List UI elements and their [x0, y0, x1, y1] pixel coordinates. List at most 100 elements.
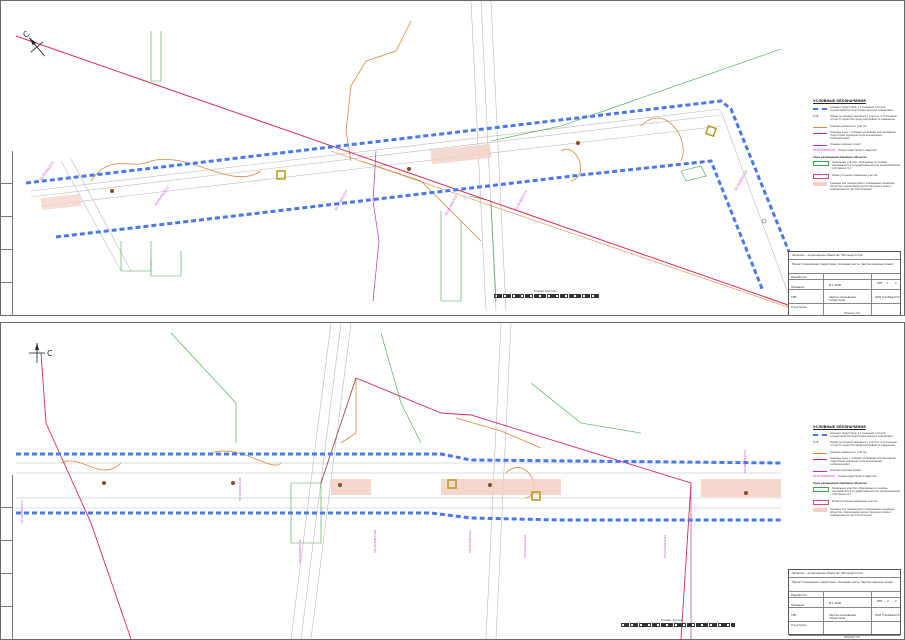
sheet-scheme-cell — [629, 623, 634, 627]
quarter-label: 50:20:0041521 — [468, 530, 472, 553]
sheet-scheme-cell — [686, 623, 691, 627]
legend-swatch-icon — [813, 132, 827, 134]
quarter-label: 50:20:0041513 — [333, 189, 348, 211]
sheet-scheme-cell — [704, 623, 709, 627]
sheet-scheme-cell — [520, 294, 525, 298]
sheet-scheme-cell — [695, 623, 700, 627]
legend-item: Граница красных линий — [813, 469, 901, 472]
legend-swatch-icon — [813, 126, 827, 128]
legend-item: Границы зоны с особыми условиями использ… — [813, 457, 901, 466]
stamp-role: Разработал — [791, 594, 807, 597]
legend-symbol: 00:00:0000000:00 — [813, 149, 836, 153]
legend-title: УСЛОВНЫЕ ОБОЗНАЧЕНИЯ — [813, 425, 866, 429]
stamp-sheet-label: Чертеж межевания территории — [829, 296, 856, 302]
sheet-scheme-cell — [564, 294, 569, 298]
legend-swatch-icon — [813, 434, 827, 437]
legend-swatch-icon — [813, 507, 827, 512]
north-arrow-icon: С — [21, 29, 46, 57]
reconstruction-zones — [331, 479, 781, 497]
sheet-scheme-cell — [669, 623, 674, 627]
legend-item-text: Граница земельного участка — [830, 124, 867, 128]
legend-item-text: Номер (условный) земельного участка, в о… — [830, 441, 897, 448]
sheet-scheme-cell — [664, 623, 669, 627]
quarter-label: 50:20:0041520 — [373, 530, 377, 553]
legend-item-text: Номер (условный) земельного участка, в о… — [830, 115, 897, 122]
stamp-org: Заказчик – Акционерное общество "Мосэнер… — [792, 572, 864, 575]
sheet-scheme-cell — [537, 294, 542, 298]
legend-symbol: 4.28 — [813, 441, 819, 445]
quarter-label: 50:20:0041523 — [663, 535, 667, 558]
legend-item: Границы зон планируемого размещения лине… — [813, 181, 901, 191]
legend-symbol: 00:00:0000000:00 — [813, 475, 836, 479]
legend-swatch-icon — [813, 452, 827, 454]
green-parcels — [120, 31, 782, 302]
sheet-scheme-cell — [551, 294, 556, 298]
legend-item-text: Ранее учтенные земельные участки — [832, 173, 878, 177]
sheet-scheme-cell — [594, 294, 599, 298]
title-block-bottom: Заказчик – Акционерное общество "Мосэнер… — [788, 569, 901, 636]
legend-item: Земельные участки, образуемые из земель,… — [813, 487, 901, 496]
sheet-scheme-cell — [590, 294, 595, 298]
green-parcels — [170, 332, 642, 544]
legend-item-text: Граница красных линий — [830, 143, 861, 146]
sheet-scheme-cell — [682, 623, 687, 627]
sheet-scheme-cell — [573, 294, 578, 298]
legend-item-text: Граница красных линий — [830, 469, 861, 472]
sheet-scheme-cell — [673, 623, 678, 627]
road-network — [30, 1, 792, 312]
north-arrow-icon: С — [29, 343, 53, 363]
legend-swatch-icon — [813, 108, 827, 111]
stamp-sheet-no: 1 — [887, 282, 889, 285]
stamp-sheet-label: Чертеж межевания территории — [829, 614, 856, 620]
reconstruction-zone — [430, 143, 492, 165]
legend-item: Граница территории, в отношении которой … — [813, 106, 901, 112]
legend-swatch-icon — [813, 145, 827, 146]
sheet-scheme-cell — [634, 623, 639, 627]
legend-subheading: Зоны размещения линейных объектов — [813, 482, 867, 486]
stamp-role: Н.контроль — [791, 624, 807, 627]
binding-strip — [1, 151, 13, 315]
drawing-sheet-top: 50:20:0041511 50:20:0041512 50:20:004151… — [0, 0, 905, 316]
sheet-scheme-cell — [651, 623, 656, 627]
format-label: Формат А3 — [844, 311, 860, 315]
sheet-scheme-cell — [713, 623, 718, 627]
legend-item: Границы зоны с особыми условиями использ… — [813, 131, 901, 140]
sheet-scheme-cell — [533, 294, 538, 298]
sheet-scheme-cell — [507, 294, 512, 298]
legend-title: УСЛОВНЫЕ ОБОЗНАЧЕНИЯ — [813, 99, 866, 103]
stamp-org: Заказчик – Акционерное общество "Мосэнер… — [792, 254, 864, 257]
quarter-label: 50:20:0041518 — [238, 478, 242, 501]
sheet-scheme-cell — [559, 294, 564, 298]
stamp-scale: М 1:1000 — [829, 602, 842, 605]
stamp-title-line: Проект планировки территории. Основная ч… — [792, 263, 893, 266]
legend-top: УСЛОВНЫЕ ОБОЗНАЧЕНИЯ Граница территории, … — [813, 99, 901, 194]
planning-territory-boundary — [16, 452, 782, 522]
quarter-label: 50:20:0041522 — [523, 535, 527, 558]
legend-item: 4.28 Номер (условный) земельного участка,… — [813, 441, 901, 447]
sheet-scheme-cell — [726, 623, 731, 627]
legend-item-text: Номер кадастрового квартала — [838, 149, 877, 153]
quarter-label: 50:20:0041516 — [733, 169, 748, 191]
stamp-role: Н.контроль — [791, 306, 807, 309]
legend-item-text: Земельные участки, образуемые из земель,… — [832, 487, 900, 497]
sheet-scheme-cell — [502, 294, 507, 298]
legend-swatch-icon — [813, 458, 827, 460]
legend-item: Границы зон планируемого размещения лине… — [813, 507, 901, 517]
sheet-scheme-cell — [642, 623, 647, 627]
sheet-scheme-cell — [700, 623, 705, 627]
legend-item: Ранее учтенные земельные участки — [813, 173, 901, 179]
stamp-title-line: Проект планировки территории. Основная ч… — [792, 581, 893, 584]
sheet-scheme-cell — [621, 623, 625, 627]
sheet-scheme-cell — [511, 294, 516, 298]
sheet-scheme-cell — [678, 623, 683, 627]
legend-swatch-icon — [813, 173, 829, 179]
legend-item-text: Земельные участки, образуемые из земель,… — [832, 161, 900, 171]
legend-item: Земельные участки, образуемые из земель,… — [813, 161, 901, 170]
sheet-scheme-cell — [555, 294, 560, 298]
orange-parcel-borders — [60, 378, 542, 499]
legend-symbol: 4.28 — [813, 115, 819, 119]
legend-swatch-icon — [813, 471, 827, 472]
